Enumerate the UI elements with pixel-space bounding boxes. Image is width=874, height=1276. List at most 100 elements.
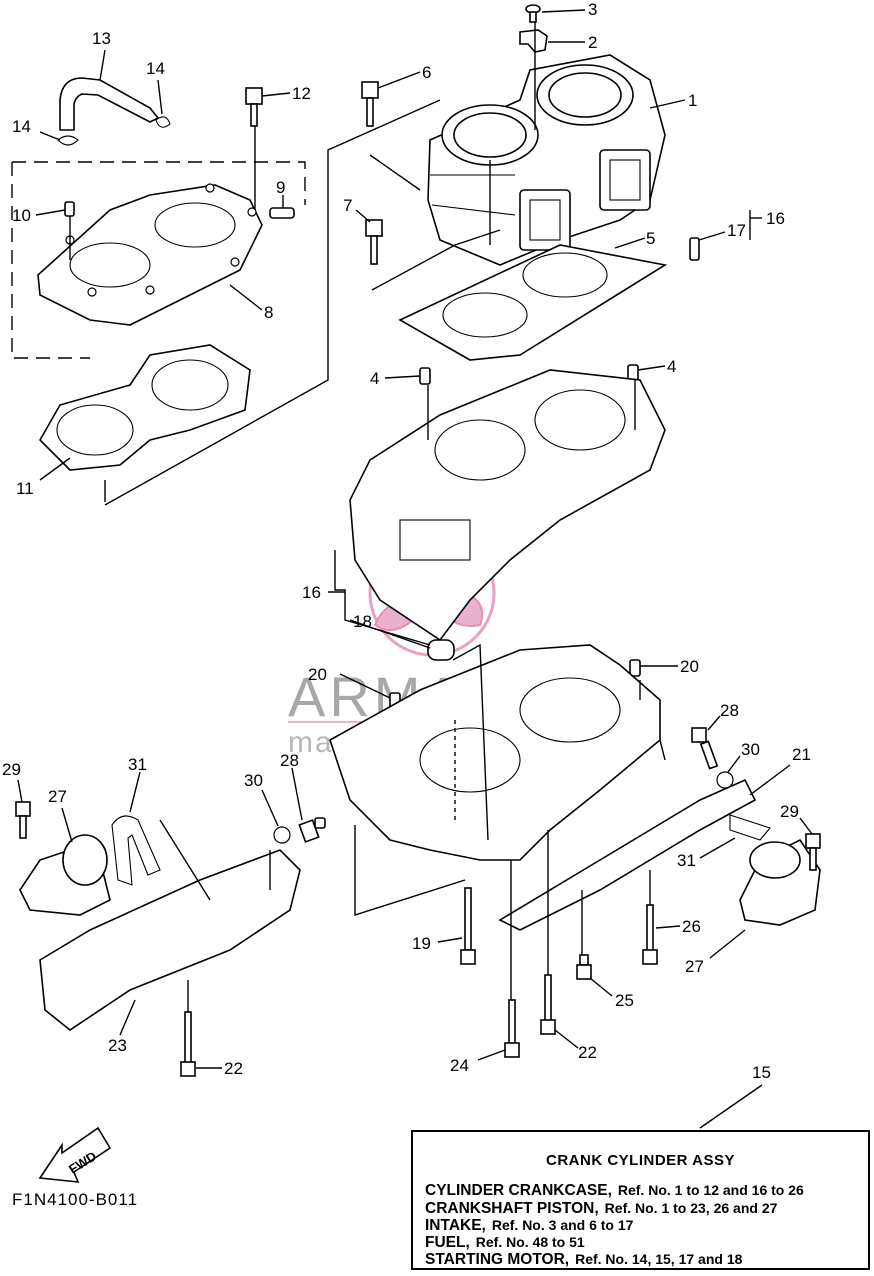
part-dowel-4a <box>419 367 431 385</box>
callout-24: 24 <box>450 1049 506 1075</box>
callout-6: 6 <box>377 63 431 89</box>
part-cylinder-1 <box>427 54 666 266</box>
callout-16b: 16 <box>302 583 345 602</box>
svg-text:30: 30 <box>741 740 760 759</box>
svg-text:3: 3 <box>588 0 597 19</box>
callout-16a: 16 <box>749 209 785 240</box>
svg-text:13: 13 <box>92 29 111 48</box>
part-head-8 <box>11 161 306 359</box>
fwd-arrow-icon: FWD <box>38 1126 112 1183</box>
callout-14b: 14 <box>12 117 61 141</box>
part-bolt-24 <box>504 999 520 1058</box>
part-bracket-21 <box>498 778 757 931</box>
part-clamp-2 <box>519 29 548 53</box>
callout-8: 8 <box>229 284 273 322</box>
part-dowel-20b <box>629 659 641 677</box>
reference-value: Ref. No. 48 to 51 <box>475 1234 585 1250</box>
svg-text:28: 28 <box>280 751 299 770</box>
part-bolt-12 <box>245 87 263 127</box>
svg-text:29: 29 <box>2 760 21 779</box>
part-bolt-22a <box>180 1011 196 1077</box>
reference-title: CRANK CYLINDER ASSY <box>546 1152 735 1169</box>
callout-4b: 4 <box>637 357 676 376</box>
callout-7: 7 <box>343 196 371 223</box>
reference-value: Ref. No. 1 to 12 and 16 to 26 <box>617 1182 804 1198</box>
svg-text:8: 8 <box>264 303 273 322</box>
callout-20a: 20 <box>308 665 391 699</box>
svg-text:20: 20 <box>308 665 327 684</box>
part-washer-30b <box>716 771 734 789</box>
callout-13: 13 <box>92 29 111 81</box>
callout-22a: 22 <box>196 1059 243 1078</box>
reference-row: CYLINDER CRANKCASE, Ref. No. 1 to 12 and … <box>425 1182 804 1200</box>
svg-text:2: 2 <box>588 33 597 52</box>
part-bracket-23 <box>39 849 301 1031</box>
svg-text:6: 6 <box>422 63 431 82</box>
reference-row: FUEL, Ref. No. 48 to 51 <box>425 1234 585 1252</box>
reference-key: FUEL, <box>425 1234 470 1251</box>
svg-text:4: 4 <box>667 357 676 376</box>
reference-key: CRANKSHAFT PISTON, <box>425 1200 599 1217</box>
part-clip-31a <box>111 815 161 886</box>
part-mount-27b <box>739 838 821 926</box>
callout-23: 23 <box>108 999 136 1055</box>
callout-1: 1 <box>649 91 697 110</box>
callout-10: 10 <box>12 206 66 225</box>
svg-text:25: 25 <box>615 991 634 1010</box>
part-clip-14b <box>57 135 79 146</box>
part-dowel-17 <box>689 237 700 261</box>
callout-31b: 31 <box>677 837 736 870</box>
reference-key: INTAKE, <box>425 1217 486 1234</box>
svg-text:21: 21 <box>792 745 811 764</box>
reference-key: STARTING MOTOR, <box>425 1251 570 1268</box>
reference-row: CRANKSHAFT PISTON,Ref. No. 1 to 23, 26 a… <box>425 1200 777 1218</box>
svg-text:26: 26 <box>682 917 701 936</box>
callout-17: 17 <box>698 221 746 241</box>
svg-text:9: 9 <box>276 178 285 197</box>
callout-29b: 29 <box>780 802 813 835</box>
callout-4a: 4 <box>370 369 421 388</box>
part-sleeve-18 <box>427 639 455 661</box>
parts-artwork: FWD <box>11 4 821 1183</box>
leader-lines <box>69 22 666 1012</box>
callout-5: 5 <box>614 229 655 249</box>
part-fitting-9 <box>269 207 295 219</box>
callout-26: 26 <box>655 917 701 936</box>
callout-30a: 30 <box>244 771 279 827</box>
svg-text:1: 1 <box>688 91 697 110</box>
callout-19: 19 <box>412 934 463 953</box>
svg-text:17: 17 <box>727 221 746 240</box>
part-bolt-6 <box>361 81 379 127</box>
part-washer-30a <box>273 826 291 844</box>
callout-15: 15 <box>699 1063 771 1129</box>
part-bolt-22b <box>540 974 556 1035</box>
svg-text:14: 14 <box>12 117 31 136</box>
part-mount-27a <box>19 834 111 916</box>
part-bolt-7 <box>365 219 383 265</box>
svg-text:31: 31 <box>128 755 147 774</box>
part-clip-14a <box>155 116 171 128</box>
callout-27b: 27 <box>685 929 746 976</box>
part-hose-13 <box>59 77 160 131</box>
part-crankcase-lower <box>329 644 661 861</box>
part-bolt-19 <box>460 887 476 965</box>
callout-29a: 29 <box>2 760 23 803</box>
svg-text:27: 27 <box>685 957 704 976</box>
svg-text:16: 16 <box>302 583 321 602</box>
callout-31a: 31 <box>128 755 147 813</box>
reference-key: CYLINDER CRANKCASE, <box>425 1182 612 1199</box>
callout-28b: 28 <box>707 701 739 731</box>
callout-9: 9 <box>276 178 285 208</box>
svg-text:22: 22 <box>578 1043 597 1062</box>
svg-text:11: 11 <box>16 479 34 498</box>
callout-21: 21 <box>749 745 811 796</box>
part-gasket-11 <box>39 344 251 471</box>
callout-30b: 30 <box>727 740 760 773</box>
svg-text:31: 31 <box>677 851 696 870</box>
svg-text:22: 22 <box>224 1059 243 1078</box>
callout-28a: 28 <box>280 751 303 821</box>
svg-text:30: 30 <box>244 771 263 790</box>
reference-row: STARTING MOTOR,Ref. No. 14, 15, 17 and 1… <box>425 1251 742 1269</box>
callout-25: 25 <box>589 977 634 1010</box>
